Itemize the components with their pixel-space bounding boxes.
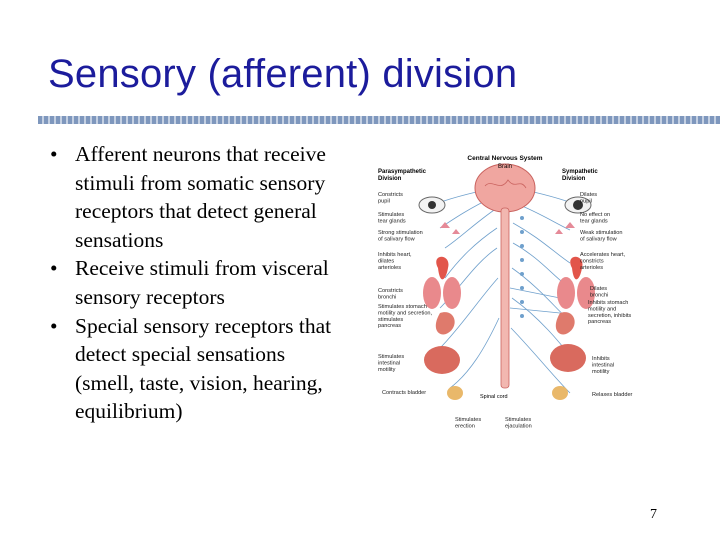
figure-left-label: pancreas (378, 323, 401, 329)
bullet-dot-icon: • (50, 256, 58, 281)
figure-left-label: Stimulates (378, 212, 404, 218)
figure-right-label: Dilates (590, 286, 607, 292)
intestine-icon (424, 346, 460, 374)
bullet-list: • Afferent neurons that receive stimuli f… (50, 140, 340, 426)
figure-right-label: motility (592, 369, 610, 375)
heart-icon (436, 256, 449, 280)
stomach-icon (435, 312, 455, 335)
figure-right-label: constricts (580, 258, 604, 264)
figure-left-label: Constricts (378, 288, 403, 294)
figure-left-label: bronchi (378, 294, 396, 300)
figure-right-label: bronchi (590, 292, 608, 298)
lung-icon (557, 277, 575, 309)
figure-left-label: tear glands (378, 218, 406, 224)
title-divider (38, 116, 720, 124)
slide-title: Sensory (afferent) division (48, 52, 518, 96)
figure-right-label: Relaxes bladder (592, 392, 633, 398)
bladder-icon (552, 386, 568, 400)
autonomic-nervous-system-figure: Central Nervous System Brain Parasympath… (378, 155, 633, 429)
figure-left-label: motility and secretion, (378, 310, 433, 316)
bullet-item: • Receive stimuli from visceral sensory r… (50, 254, 340, 311)
figure-left-label: of salivary flow (378, 236, 416, 242)
figure-left-label: stimulates (378, 317, 403, 323)
bullet-dot-icon: • (50, 142, 58, 166)
page-number: 7 (650, 507, 657, 522)
figure-right-label: Inhibits (592, 356, 610, 362)
bullet-text: Afferent neurons that receive stimuli fr… (75, 142, 326, 252)
figure-brain-label: Brain (498, 164, 512, 170)
figure-right-label: tear glands (580, 218, 608, 224)
figure-right-label: Weak stimulation (580, 230, 623, 236)
figure-left-header: Parasympathetic (378, 169, 427, 175)
figure-left-label: Constricts (378, 192, 403, 198)
figure-right-label: of salivary flow (580, 236, 618, 242)
figure-right-header: Division (562, 176, 586, 182)
bullet-text: Receive stimuli from visceral sensory re… (75, 256, 329, 309)
figure-right-label: Inhibits stomach (588, 300, 628, 306)
figure-right-label: No effect on (580, 212, 610, 218)
figure-left-label: Strong stimulation (378, 230, 423, 236)
gland-icon (440, 222, 460, 234)
figure-left-label: Stimulates stomach (378, 304, 427, 310)
figure-right-label: Dilates (580, 192, 597, 198)
figure-bottom-label: ejaculation (505, 423, 532, 429)
spinal-cord-icon (500, 207, 510, 389)
bladder-icon (447, 386, 463, 400)
figure-left-label: intestinal (378, 360, 400, 366)
figure-right-header: Sympathetic (562, 169, 598, 175)
heart-icon (570, 256, 583, 280)
figure-right-label: pancreas (588, 319, 611, 325)
figure-left-label: Stimulates (378, 354, 404, 360)
figure-left-label: dilates (378, 258, 394, 264)
figure-left-label: arterioles (378, 265, 401, 271)
figure-left-label: Inhibits heart, (378, 252, 412, 258)
figure-bottom-label: erection (455, 423, 475, 429)
figure-bottom-label: Stimulates (455, 417, 481, 423)
sympathetic-chain (520, 216, 524, 318)
gland-icon (555, 222, 575, 234)
figure-right-label: intestinal (592, 362, 614, 368)
figure-right-label: motility and (588, 306, 616, 312)
figure-left-label: pupil (378, 198, 390, 204)
figure-left-label: motility (378, 367, 396, 373)
lung-icon (423, 277, 441, 309)
figure-spinal-label: Spinal cord (480, 394, 508, 400)
bullet-dot-icon: • (50, 313, 58, 338)
figure-left-label: Contracts bladder (382, 390, 426, 396)
stomach-icon (555, 312, 575, 335)
figure-header-center: Central Nervous System (467, 155, 542, 162)
bullet-item: • Afferent neurons that receive stimuli f… (50, 140, 340, 254)
figure-bottom-label: Stimulates (505, 417, 531, 423)
bullet-item: • Special sensory receptors that detect s… (50, 312, 340, 426)
figure-right-label: pupil (580, 198, 592, 204)
figure-right-label: Accelerates heart, (580, 252, 626, 258)
intestine-icon (550, 344, 586, 372)
bullet-text: Special sensory receptors that detect sp… (75, 313, 332, 424)
figure-right-label: secretion, inhibits (588, 313, 631, 319)
figure-right-label: arterioles (580, 265, 603, 271)
figure-left-header: Division (378, 176, 402, 182)
